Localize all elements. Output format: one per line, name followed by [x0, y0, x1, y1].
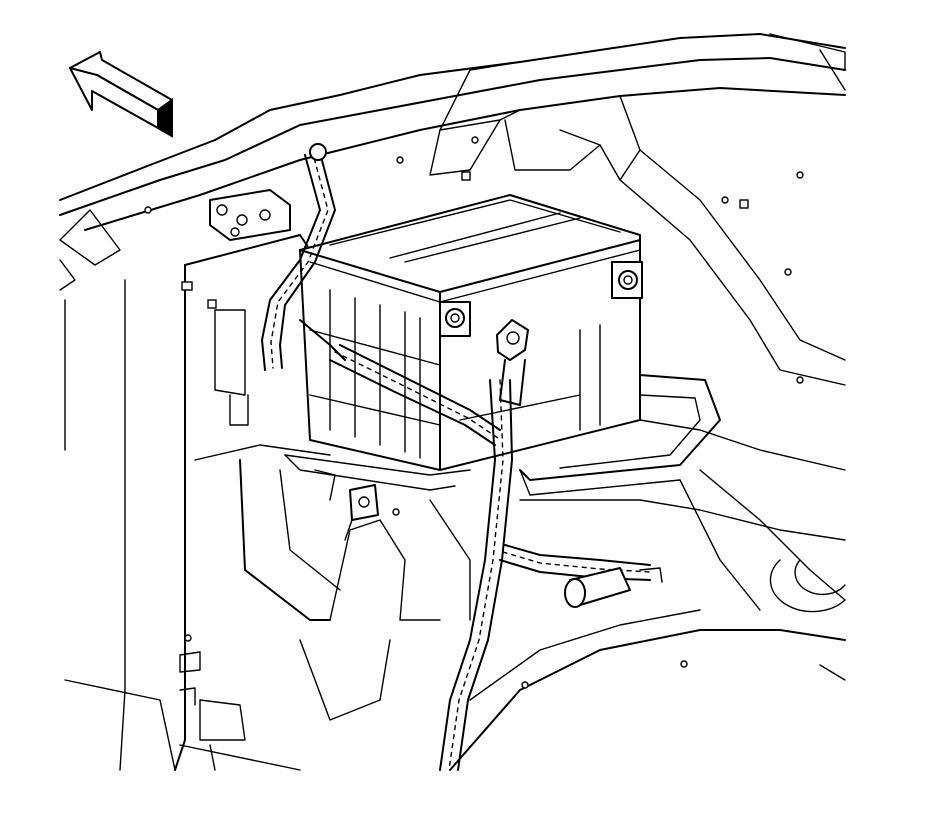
vehicle-body [59, 33, 846, 386]
battery-negative-terminal [611, 261, 643, 299]
battery-positive-terminal [439, 301, 471, 337]
mounting-holes [144, 136, 804, 689]
cable-clip [314, 469, 379, 541]
battery-cable-negative [261, 143, 346, 371]
direction-arrow [69, 51, 173, 138]
cable-end-boot [564, 567, 663, 608]
fender-panel [64, 234, 331, 771]
junction-block [209, 189, 291, 241]
battery-cable-positive [329, 319, 651, 771]
lower-structure [179, 419, 846, 771]
battery-tray [284, 374, 721, 496]
